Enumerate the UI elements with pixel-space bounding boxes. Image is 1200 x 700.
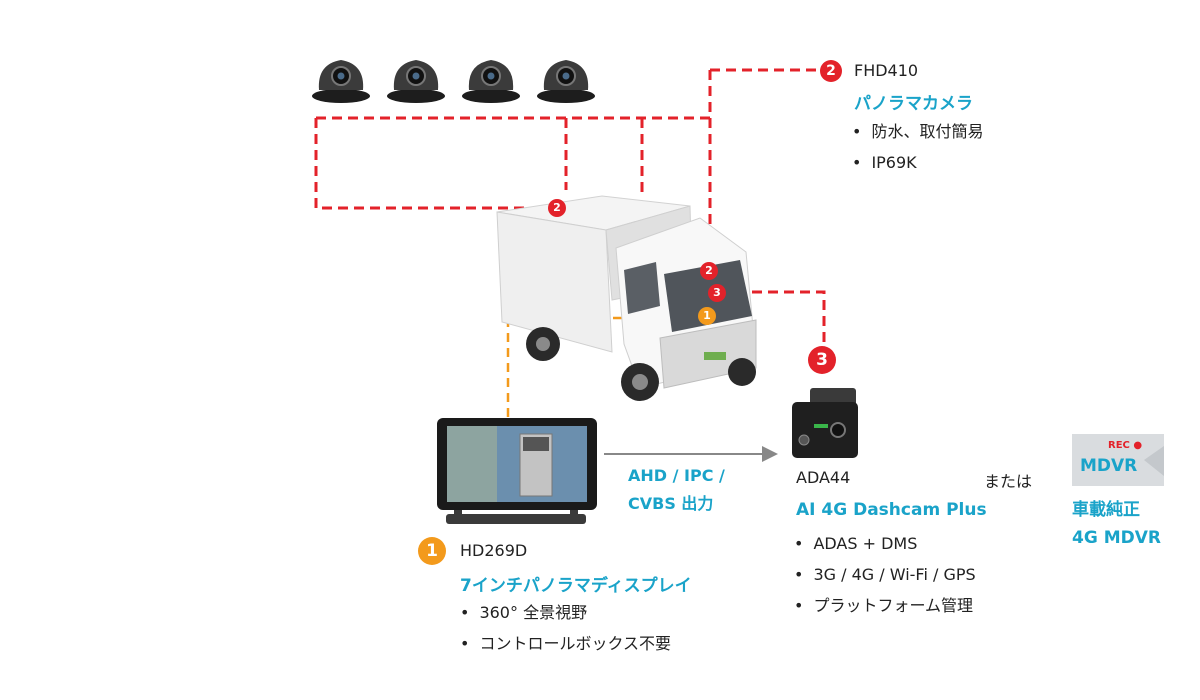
mdvr-label-line1: 車載純正 [1072,500,1140,520]
mdvr-label-line2: 4G MDVR [1072,528,1161,548]
ada-badge: 3 [808,346,836,374]
fhd-model: FHD410 [854,61,919,80]
camera-icon-2 [387,60,445,103]
truck-icon [496,195,757,401]
camera-wiring [314,68,826,346]
hd-feature: コントロールボックス不要 [460,628,671,659]
ada-feature: 3G / 4G / Wi-Fi / GPS [794,559,975,590]
camera-icon-3 [462,60,520,103]
mdvr-rec-text: REC [1108,440,1130,451]
mdvr-label: 車載純正 4G MDVR [1072,496,1161,552]
fhd-badge: 2 [820,60,842,82]
output-label-line2: CVBS 出力 [628,494,714,513]
hd-badge: 1 [418,537,446,565]
truck-badge-camera-front: 2 [700,262,718,280]
mdvr-logo: MDVR [1080,456,1138,476]
hd-model: HD269D [460,541,528,560]
ada-feature: プラットフォーム管理 [794,590,976,621]
mdvr-icon [1072,434,1164,486]
fhd-feature: IP69K [852,147,983,178]
output-arrow [604,446,778,462]
truck-badge-camera: 2 [548,199,566,217]
ada-feature-list: ADAS + DMS 3G / 4G / Wi-Fi / GPS プラットフォー… [794,528,976,621]
camera-icon-4 [537,60,595,103]
ada-model: ADA44 [796,468,851,487]
hd-feature-list: 360° 全景視野 コントロールボックス不要 [460,597,671,659]
ada-feature: ADAS + DMS [794,528,976,559]
fhd-feature: 防水、取付簡易 [852,116,983,147]
output-label: AHD / IPC / CVBS 出力 [628,462,725,518]
mdvr-rec: REC ● [1108,440,1143,451]
camera-icon-1 [312,60,370,103]
dashcam-icon [792,388,858,458]
truck-badge-display: 1 [698,307,716,325]
hd-feature: 360° 全景視野 [460,597,671,628]
truck-badge-dashcam: 3 [708,284,726,302]
hd-name: 7インチパノラマディスプレイ [460,576,692,596]
ada-name: AI 4G Dashcam Plus [796,500,987,520]
fhd-name: パノラマカメラ [854,94,973,114]
output-label-line1: AHD / IPC / [628,466,725,485]
display-icon [437,418,597,524]
or-text: または [984,472,1033,491]
fhd-feature-list: 防水、取付簡易 IP69K [852,116,983,178]
